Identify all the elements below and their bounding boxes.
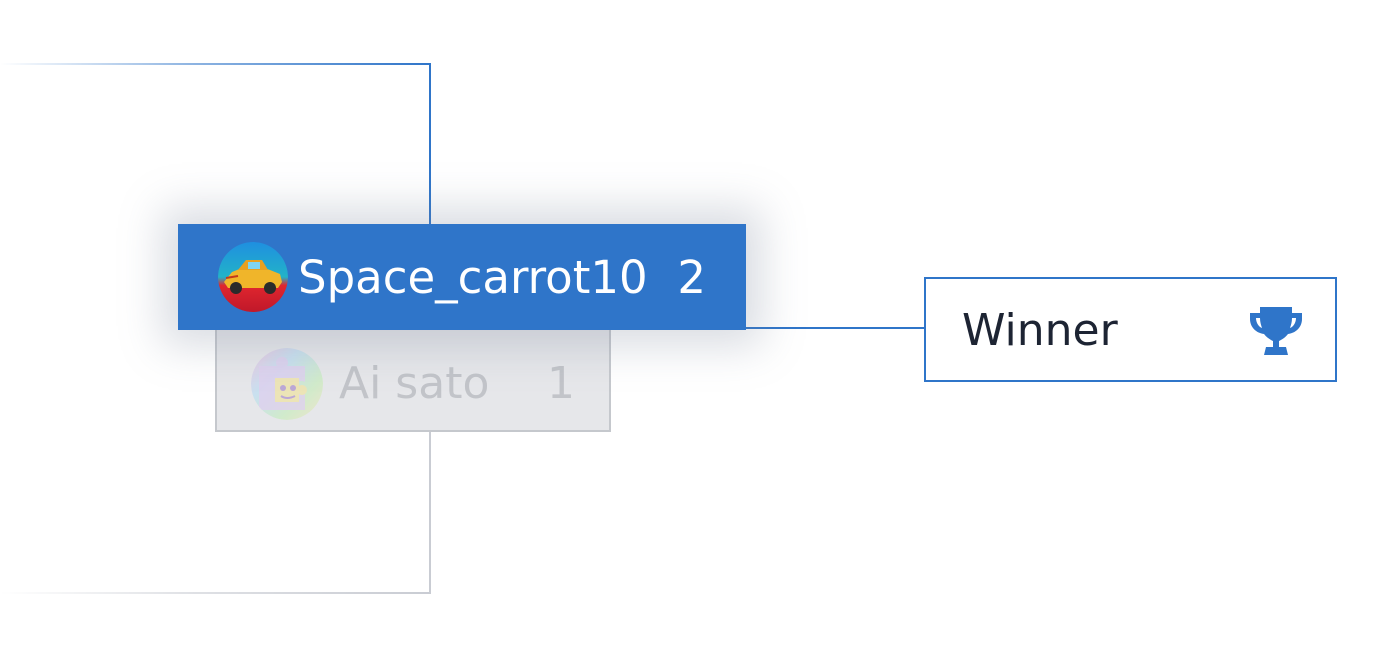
- bracket-connector-bottom-horizontal: [0, 592, 431, 594]
- player-name: Ai sato: [339, 358, 490, 409]
- winner-result-box[interactable]: Winner: [924, 277, 1337, 382]
- player-score: 2: [677, 251, 706, 304]
- bracket-connector-bottom-vertical: [429, 432, 431, 594]
- player-score: 1: [547, 358, 575, 409]
- puzzle-avatar-icon: [251, 348, 323, 420]
- bracket-connector-to-winner: [745, 327, 925, 329]
- car-avatar-icon: [218, 242, 288, 312]
- player-name: Space_carrot10: [298, 251, 648, 304]
- winner-label: Winner: [962, 305, 1118, 356]
- bracket-connector-top-horizontal: [0, 63, 430, 65]
- trophy-icon: [1248, 305, 1304, 359]
- player-row-winner[interactable]: Space_carrot10 2: [178, 224, 746, 330]
- player-row-loser[interactable]: Ai sato 1: [215, 326, 611, 432]
- bracket-connector-top-vertical: [429, 63, 431, 225]
